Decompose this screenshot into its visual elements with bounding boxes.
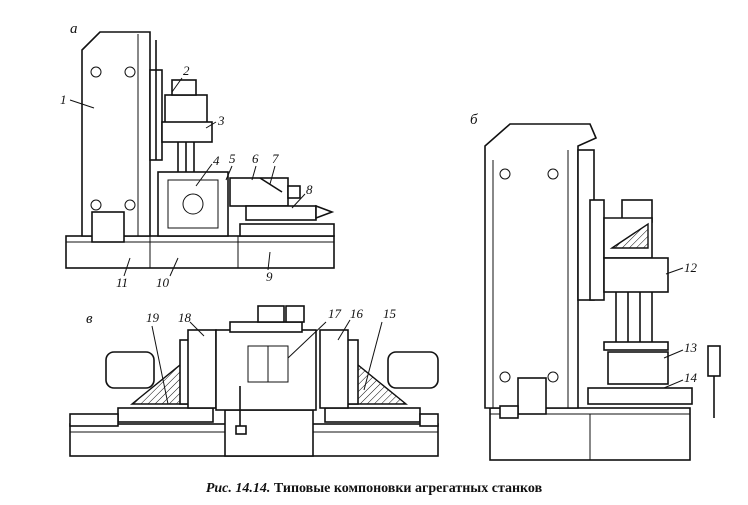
right-motor bbox=[387, 351, 439, 389]
callout-18: 18 bbox=[178, 310, 192, 325]
panel-b-machine: б bbox=[470, 112, 721, 461]
figure-title: Типовые компоновки агрегатных станков bbox=[273, 481, 543, 496]
callout-19: 19 bbox=[146, 310, 160, 325]
panel-a-label: а bbox=[70, 21, 78, 37]
callout-2: 2 bbox=[183, 63, 190, 78]
rotary-table bbox=[607, 351, 669, 385]
panel-v-machine: в bbox=[69, 305, 439, 457]
callout-14: 14 bbox=[684, 370, 698, 385]
fixture bbox=[157, 171, 229, 237]
column bbox=[81, 31, 151, 237]
callout-11: 11 bbox=[116, 275, 128, 290]
callout-5: 5 bbox=[229, 151, 236, 166]
machine-drawing: а б bbox=[60, 21, 721, 461]
figure-caption: Рис. 14.14. Типовые компоновки агрегатны… bbox=[0, 481, 748, 497]
callout-6: 6 bbox=[252, 151, 259, 166]
callout-16: 16 bbox=[350, 306, 364, 321]
callout-15: 15 bbox=[383, 306, 397, 321]
callout-4: 4 bbox=[213, 153, 220, 168]
callout-1: 1 bbox=[60, 92, 67, 107]
callout-8: 8 bbox=[306, 182, 313, 197]
callout-7: 7 bbox=[272, 151, 279, 166]
callouts: 1 2 3 4 5 6 7 8 9 10 11 12 13 14 15 16 1 bbox=[60, 63, 698, 405]
panel-b-label: б bbox=[470, 112, 478, 128]
callout-9: 9 bbox=[266, 269, 273, 284]
panel-v-label: в bbox=[86, 311, 93, 327]
center-fixture bbox=[215, 329, 317, 411]
figure-number: Рис. 14.14. bbox=[205, 481, 271, 496]
callout-3: 3 bbox=[217, 113, 225, 128]
panel-a-machine: а bbox=[65, 21, 335, 269]
callout-10: 10 bbox=[156, 275, 170, 290]
callout-17: 17 bbox=[328, 306, 342, 321]
left-motor bbox=[105, 351, 155, 389]
callout-12: 12 bbox=[684, 260, 698, 275]
callout-13: 13 bbox=[684, 340, 698, 355]
side-unit bbox=[229, 177, 289, 207]
